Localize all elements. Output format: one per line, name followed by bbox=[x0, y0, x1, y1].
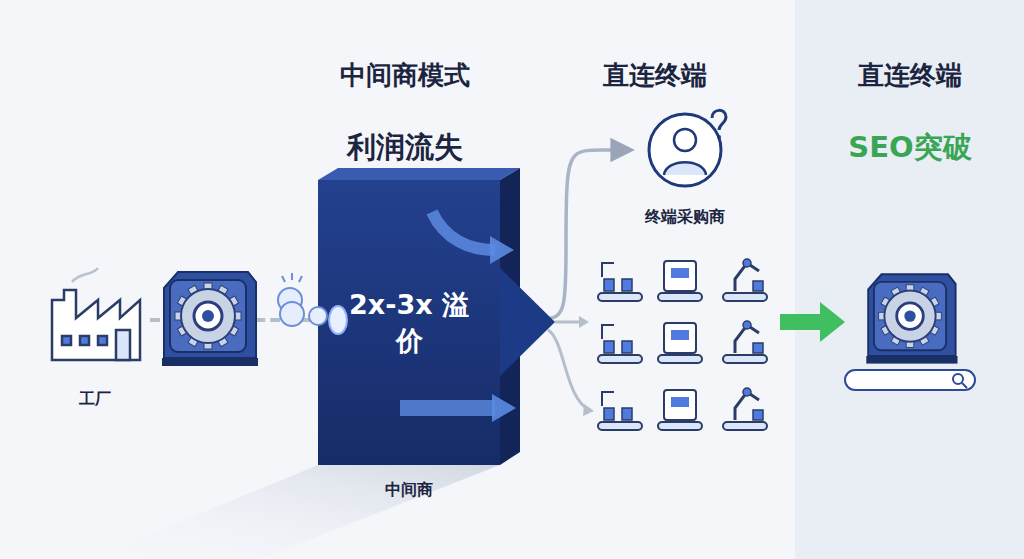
coins bbox=[278, 273, 327, 326]
machine-icon bbox=[658, 390, 702, 430]
column-heading: 直连终端 bbox=[858, 58, 962, 93]
column-heading: 利润流失 bbox=[347, 128, 463, 168]
machine-icon bbox=[598, 263, 642, 301]
node-label: 终端采购商 bbox=[643, 207, 727, 228]
right-panel bbox=[795, 0, 1024, 559]
buyer-node: 终端采购商 bbox=[630, 110, 740, 228]
question-mark bbox=[717, 135, 721, 139]
factory-icon bbox=[52, 268, 140, 360]
flow-arrowhead bbox=[583, 404, 594, 416]
coin-slot bbox=[329, 306, 347, 334]
node-label: 工厂 bbox=[77, 389, 113, 410]
buyer-head bbox=[674, 129, 696, 151]
factory-node: 工厂 bbox=[40, 262, 150, 410]
node-label: 中间商 bbox=[318, 480, 500, 501]
machine-icon bbox=[598, 325, 642, 363]
search-icon bbox=[953, 374, 963, 384]
machine-icon bbox=[723, 259, 767, 301]
gearbox-icon bbox=[866, 274, 957, 363]
box-top bbox=[318, 168, 520, 180]
middleman-box bbox=[318, 180, 500, 465]
machine-icon bbox=[658, 261, 702, 301]
buyer-body bbox=[664, 162, 706, 175]
question-mark bbox=[712, 110, 726, 130]
big-arrow-tip bbox=[500, 268, 555, 376]
machine-icon bbox=[723, 321, 767, 363]
column-heading: 直连终端 bbox=[603, 58, 707, 93]
column-heading: 中间商模式 bbox=[340, 58, 470, 93]
markup-text: 2x-3x 溢价 bbox=[318, 287, 500, 357]
search-bar bbox=[845, 370, 975, 390]
green-arrow bbox=[780, 314, 822, 330]
flow-arrow bbox=[548, 330, 590, 410]
flow-arrowhead bbox=[579, 316, 589, 328]
inner-arrow bbox=[432, 212, 495, 250]
inner-arrow bbox=[400, 400, 495, 416]
machine-icon bbox=[598, 392, 642, 430]
search-icon bbox=[962, 383, 967, 388]
inner-arrowhead bbox=[492, 394, 516, 422]
gearbox-icon bbox=[162, 272, 258, 366]
middleman-node: 2x-3x 溢价中间商 bbox=[318, 180, 500, 510]
box-shadow bbox=[90, 465, 500, 559]
machine-icon bbox=[723, 388, 767, 430]
green-arrowhead bbox=[820, 302, 845, 342]
inner-arrowhead bbox=[490, 236, 514, 264]
highlight-heading: SEO突破 bbox=[848, 128, 971, 168]
machine-icon bbox=[658, 323, 702, 363]
buyer-avatar bbox=[649, 114, 721, 186]
